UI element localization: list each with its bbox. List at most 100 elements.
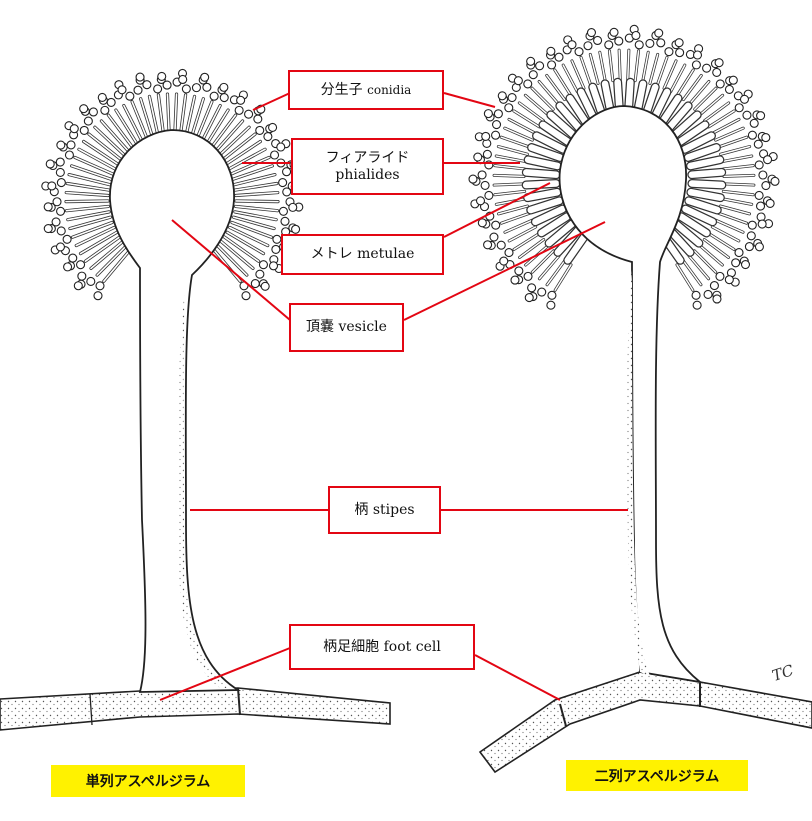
phialide-core (700, 245, 723, 265)
phialide-core (722, 156, 751, 162)
label-vesicle-jp: 頂嚢 (306, 319, 334, 335)
conidium (481, 181, 489, 189)
conidium (514, 77, 522, 85)
conidium (203, 83, 211, 91)
phialide-core (721, 147, 750, 155)
conidium (692, 61, 700, 69)
conidium (740, 95, 748, 103)
conidium (69, 254, 77, 262)
phialide-core (650, 54, 658, 83)
label-foot-cell: 柄足細胞 foot cell (289, 624, 475, 670)
conidium (57, 207, 65, 215)
conidium (78, 272, 86, 280)
conidium (46, 160, 54, 168)
conidium (594, 36, 602, 44)
conidium (524, 80, 532, 88)
conidium (715, 59, 723, 67)
conidium (67, 141, 75, 149)
phialide-core (498, 147, 527, 155)
conidium (53, 198, 61, 206)
conidium (748, 131, 756, 139)
phialide-core (532, 251, 553, 272)
conidium (289, 203, 297, 211)
conidium (279, 207, 287, 215)
conidium (201, 73, 209, 81)
conidium (261, 282, 269, 290)
phialide-core (532, 88, 553, 109)
phialide-core (539, 82, 559, 105)
conidium (57, 141, 65, 149)
label-conidia-jp: 分生子 (321, 82, 363, 98)
conidium (220, 94, 228, 102)
label-foot-cell-en: foot cell (384, 639, 441, 655)
conidium (279, 179, 287, 187)
conidium (755, 191, 763, 199)
conidium (732, 259, 740, 267)
conidium (478, 171, 486, 179)
conidium (271, 151, 279, 159)
conidium (259, 261, 267, 269)
metula-core (526, 172, 556, 174)
conidium (245, 110, 253, 118)
caption-uniseriate: 単列アスペルジラム (51, 765, 245, 797)
conidium (281, 217, 289, 225)
phialide-core (721, 206, 750, 214)
conidium (118, 86, 126, 94)
conidium (713, 68, 721, 76)
conidium (665, 48, 673, 56)
conidium (771, 177, 779, 185)
conidium (48, 182, 56, 190)
conidium (485, 191, 493, 199)
label-stipes-en: stipes (373, 502, 415, 518)
conidium (525, 294, 533, 302)
phialide-core (722, 199, 751, 205)
conidium (493, 121, 501, 129)
conidium (748, 221, 756, 229)
conidium (745, 243, 753, 251)
conidium (693, 51, 701, 59)
conidium (762, 134, 770, 142)
conidium (605, 41, 613, 49)
conidium (492, 221, 500, 229)
phialide-core (590, 54, 598, 83)
conidium (529, 71, 537, 79)
conidium (57, 227, 65, 235)
conidium (515, 267, 523, 275)
conidium (107, 98, 115, 106)
label-phialides-en: phialides (335, 167, 399, 184)
conidium (57, 179, 65, 187)
caption-biseriate: 二列アスペルジラム (566, 760, 748, 791)
metula-core (526, 183, 556, 185)
phialide-core (66, 201, 108, 202)
conidium (242, 292, 250, 300)
conidium (498, 92, 506, 100)
conidium (762, 182, 770, 190)
conidium (272, 245, 280, 253)
conidium (757, 202, 765, 210)
conidium (692, 291, 700, 299)
conidium (676, 49, 684, 57)
conidium (56, 158, 64, 166)
label-conidia-en: conidia (367, 83, 411, 97)
conidium (527, 57, 535, 65)
conidium (704, 290, 712, 298)
conidium (754, 140, 762, 148)
conidium (65, 151, 73, 159)
conidium (63, 235, 71, 243)
conidium (492, 131, 500, 139)
conidium (292, 225, 300, 233)
conidium (548, 291, 556, 299)
conidium (575, 48, 583, 56)
conidium (483, 150, 491, 158)
conidium (725, 276, 733, 284)
label-phialides-jp: フィアライド (326, 150, 410, 167)
conidium (555, 53, 563, 61)
conidium (500, 257, 508, 265)
conidium (547, 301, 555, 309)
conidium (469, 175, 477, 183)
conidium (256, 270, 264, 278)
conidium (44, 225, 52, 233)
conidium (632, 31, 640, 39)
conidium (735, 249, 743, 257)
conidium (56, 168, 64, 176)
